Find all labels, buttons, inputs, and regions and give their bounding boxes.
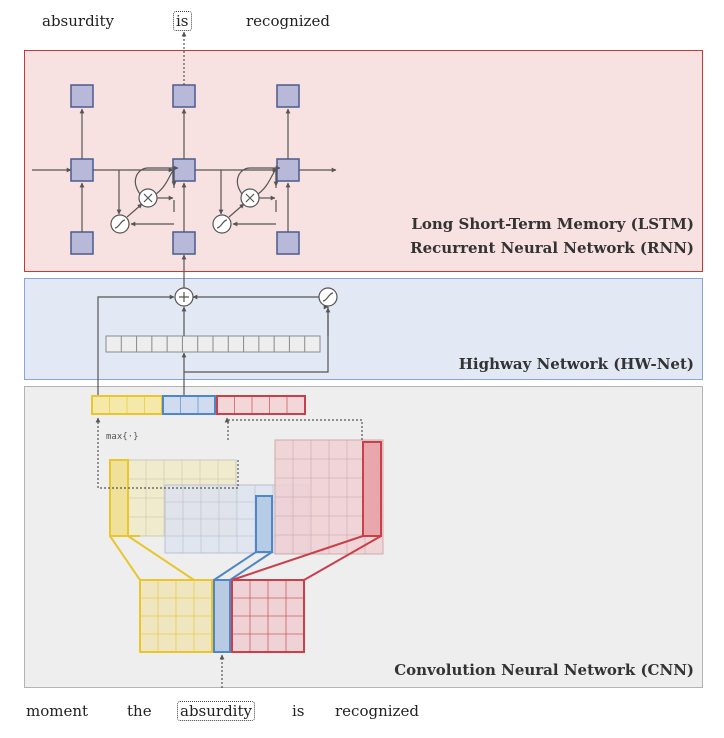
connector-path — [134, 167, 174, 195]
connector-path — [224, 417, 363, 440]
connector-path — [216, 219, 228, 229]
cnn-title: Convolution Neural Network (CNN) — [394, 661, 694, 679]
lstm-title-line1: Long Short-Term Memory (LSTM) — [411, 215, 694, 233]
connector-path — [97, 294, 175, 396]
top-word-absurdity: absurdity — [42, 12, 114, 30]
connector-path — [228, 203, 245, 218]
connector-path — [155, 165, 179, 195]
connector-path — [213, 551, 273, 581]
lstm-input-node — [70, 231, 94, 255]
embedding-yellow-border — [139, 579, 213, 653]
embedding-blue — [213, 579, 231, 653]
bottom-word-moment: moment — [26, 702, 89, 720]
filter-col-red — [362, 441, 382, 537]
filter-col-blue — [255, 495, 273, 553]
lstm-output-node — [172, 84, 196, 108]
filter-col-yellow — [109, 459, 129, 537]
highway-panel — [24, 278, 703, 380]
bottom-word-recognized: recognized — [335, 702, 419, 720]
lstm-output-node — [276, 84, 300, 108]
lstm-panel — [24, 50, 703, 272]
connector-path — [257, 165, 281, 195]
lstm-output-node — [70, 84, 94, 108]
connector-path — [126, 203, 143, 218]
lstm-hidden-node — [70, 158, 94, 182]
connector-path — [322, 292, 334, 302]
connector-path — [95, 417, 239, 489]
pooled-blue — [162, 395, 216, 415]
top-word-recognized: recognized — [246, 12, 330, 30]
connector-path — [245, 193, 255, 203]
lstm-hidden-node — [276, 158, 300, 182]
cnn-layer — [91, 395, 384, 688]
bottom-word-the: the — [127, 702, 152, 720]
pooled-red — [216, 395, 305, 415]
connector-path — [114, 219, 126, 229]
connector-path — [143, 193, 153, 203]
highway-layer — [97, 287, 338, 396]
embedding-red-border — [231, 579, 305, 653]
top-word-is: is — [173, 11, 192, 31]
pooled-red-border — [216, 395, 306, 415]
lstm-input-node — [276, 231, 300, 255]
connector-path — [179, 292, 189, 302]
pooled-blue-border — [162, 395, 216, 415]
connector-path — [184, 307, 331, 373]
highway-title: Highway Network (HW-Net) — [458, 355, 694, 373]
connector-path — [109, 535, 195, 581]
max-pool-label: max{·} — [106, 432, 139, 442]
lstm-title-line2: Recurrent Neural Network (RNN) — [410, 239, 694, 257]
lstm-input-node — [172, 231, 196, 255]
connector-path — [236, 167, 276, 195]
bottom-word-is: is — [292, 702, 305, 720]
lstm-hidden-node — [172, 158, 196, 182]
lstm-layer — [32, 31, 337, 289]
bottom-word-absurdity: absurdity — [177, 701, 255, 721]
connector-path — [231, 535, 382, 581]
